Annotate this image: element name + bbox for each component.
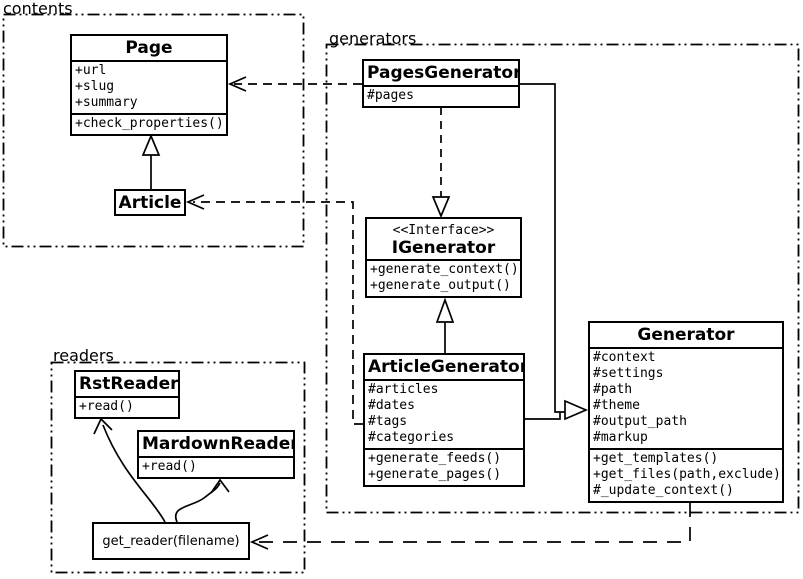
class-page-attributes: +url +slug +summary: [72, 60, 226, 113]
class-generator-title: Generator: [637, 325, 735, 345]
class-igenerator: <<Interface>> IGenerator +generate_conte…: [365, 217, 522, 298]
edge-articlegenerator-extends-generator: [525, 412, 561, 420]
readers-package-border: [50, 361, 306, 574]
edge-generator-uses-getreader: [258, 503, 691, 543]
method: +read(): [142, 459, 197, 474]
attribute: #theme: [593, 398, 640, 413]
class-page: Page +url +slug +summary +check_properti…: [70, 34, 228, 136]
method: +get_templates(): [593, 451, 719, 466]
method: +generate_context(): [370, 262, 517, 277]
class-igenerator-title: IGenerator: [391, 238, 496, 258]
triangle-generator-left: [564, 399, 589, 421]
attribute: #settings: [593, 366, 664, 381]
attribute: #tags: [368, 414, 408, 429]
attribute: #articles: [368, 382, 439, 397]
edge-pagesgenerator-extends-generator: [520, 83, 565, 413]
method: +generate_output(): [370, 278, 511, 293]
class-igenerator-header: <<Interface>> IGenerator: [367, 219, 520, 259]
attribute: #markup: [593, 430, 648, 445]
attribute: #path: [593, 382, 633, 397]
class-pagesgenerator: PagesGenerator #pages: [362, 59, 520, 108]
contents-package-label: contents: [3, 0, 73, 18]
contents-package-border: [2, 13, 305, 248]
class-mardownreader-methods: +read(): [139, 456, 293, 477]
class-page-title: Page: [125, 38, 173, 58]
attribute: #dates: [368, 398, 415, 413]
attribute: #context: [593, 350, 656, 365]
attribute: +slug: [75, 79, 115, 94]
class-page-methods: +check_properties(): [72, 113, 226, 134]
arrowhead-page-dependency: [227, 76, 247, 92]
class-rstreader: RstReader +read(): [74, 370, 180, 419]
generators-package-border: [325, 43, 800, 514]
readers-package-label: readers: [53, 346, 114, 365]
arrowhead-rstreader: [93, 417, 113, 435]
attribute: #categories: [368, 430, 455, 445]
class-igenerator-methods: +generate_context() +generate_output(): [367, 259, 520, 296]
function-get-reader-label: get_reader(filename): [102, 533, 240, 549]
class-article: Article: [114, 189, 186, 216]
attribute: #output_path: [593, 414, 687, 429]
class-mardownreader: MardownReader +read(): [137, 430, 295, 479]
class-generator-methods: +get_templates() +get_files(path,exclude…: [590, 448, 782, 501]
class-articlegenerator-title: ArticleGenerator: [368, 357, 523, 377]
method: +get_files(path,exclude): [593, 467, 779, 482]
class-articlegenerator: ArticleGenerator #articles #dates #tags …: [363, 353, 525, 487]
class-articlegenerator-methods: +generate_feeds() +generate_pages(): [365, 448, 523, 485]
class-generator-attributes: #context #settings #path #theme #output_…: [590, 347, 782, 448]
class-mardownreader-title: MardownReader: [142, 434, 293, 454]
class-articlegenerator-attributes: #articles #dates #tags #categories: [365, 379, 523, 448]
arrowhead-article-dependency: [185, 194, 205, 210]
method: +generate_feeds(): [368, 451, 502, 466]
class-rstreader-methods: +read(): [76, 396, 178, 417]
attribute: +url: [75, 63, 107, 78]
class-pagesgenerator-title: PagesGenerator: [367, 63, 518, 83]
method: +check_properties(): [75, 116, 223, 131]
arrowhead-mardownreader: [210, 478, 230, 494]
class-igenerator-stereotype: <<Interface>>: [392, 223, 495, 238]
triangle-article-extends-page: [141, 133, 161, 156]
attribute: #pages: [367, 88, 414, 103]
triangle-igenerator-top: [431, 196, 451, 219]
method: #_update_context(): [593, 483, 734, 498]
class-pagesgenerator-attributes: #pages: [364, 85, 518, 106]
triangle-igenerator-bottom: [435, 297, 455, 323]
edge-getreader-to-mardownreader: [174, 482, 221, 523]
edge-getreader-to-rstreader: [102, 424, 166, 523]
class-rstreader-title: RstReader: [79, 374, 178, 394]
class-generator: Generator #context #settings #path #them…: [588, 321, 784, 503]
generators-package-label: generators: [329, 29, 417, 48]
arrowhead-getreader-dependency: [249, 534, 269, 550]
class-article-title: Article: [118, 192, 182, 213]
method: +read(): [79, 399, 134, 414]
function-get-reader: get_reader(filename): [92, 522, 250, 560]
attribute: +summary: [75, 95, 138, 110]
method: +generate_pages(): [368, 467, 502, 482]
edge-articlegenerator-uses-article: [193, 201, 363, 425]
